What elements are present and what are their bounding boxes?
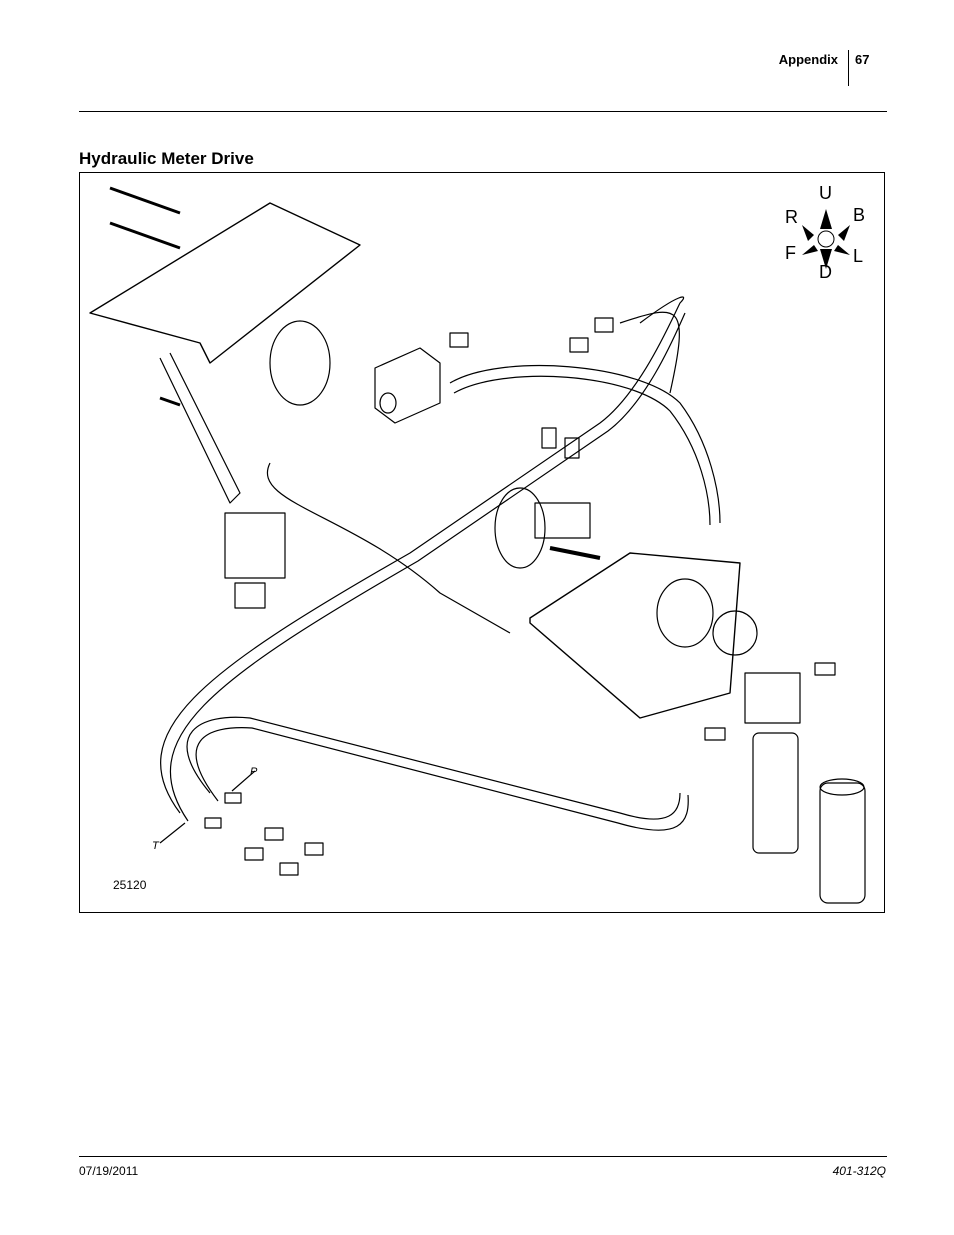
electrical-cable [267, 462, 511, 634]
header-divider [848, 50, 849, 86]
filter-element [819, 782, 866, 904]
adapter-filter-out [814, 662, 836, 676]
compass-label-right: R [785, 207, 798, 227]
upper-hose-outer [449, 364, 721, 524]
compass-label-up: U [819, 183, 832, 203]
fitting-motor-1 [541, 427, 557, 449]
upper-hose-inner [453, 375, 711, 526]
compass-label-down: D [819, 262, 832, 282]
fitting-upper-2 [569, 337, 589, 353]
hydraulic-meter-drive-illustration: P T [89, 186, 866, 904]
pressure-hose-inner [195, 727, 689, 831]
bolt-3 [159, 396, 181, 407]
adapter-2 [304, 842, 324, 856]
valve-port [379, 392, 397, 414]
compass-center [817, 230, 835, 248]
compass-arrow-right [838, 225, 850, 241]
compass-arrow-down-left [802, 245, 818, 255]
header-section: Appendix [778, 52, 838, 67]
filter-housing [744, 672, 801, 724]
pressure-hose-outer [186, 716, 681, 820]
valve-block [374, 347, 441, 424]
footer-rule [79, 1156, 887, 1157]
compass-rose [802, 209, 850, 269]
fitting-t [204, 817, 222, 829]
motor-shaft [549, 546, 601, 560]
top-rule [79, 111, 887, 112]
footer-date: 07/19/2011 [79, 1164, 139, 1178]
return-hose-inner [169, 312, 686, 822]
hydraulic-motor [494, 487, 546, 569]
motor-port-block [534, 502, 591, 539]
compass-label-front: F [785, 243, 796, 263]
section-title: Hydraulic Meter Drive [79, 149, 254, 168]
fitting-p [224, 792, 242, 804]
label-p: P [250, 766, 258, 778]
return-hose-outer [160, 296, 685, 814]
shield-bracket [159, 352, 241, 504]
fitting-upper-3 [594, 317, 614, 333]
filter-bowl [752, 732, 799, 854]
fitting-motor-2 [564, 437, 580, 459]
leader-t [159, 822, 186, 844]
adapter-4 [279, 862, 299, 876]
footer-doc-number: 401-312Q [832, 1164, 886, 1178]
adapter-1 [264, 827, 284, 841]
motor-bracket [529, 552, 741, 719]
compass-arrow-down [820, 249, 832, 269]
bolt-1 [109, 186, 181, 215]
bracket-hole [656, 578, 714, 648]
figure-number: 25120 [113, 878, 147, 892]
compass-arrow-left [802, 225, 814, 241]
solenoid-connector [234, 582, 266, 609]
bolt-2 [109, 221, 181, 250]
shield-hole [269, 320, 331, 406]
right-hose-outer [619, 311, 680, 394]
solenoid-coil [224, 512, 286, 579]
compass-label-left: L [853, 246, 864, 266]
compass-arrow-up [820, 209, 832, 229]
compass-arrow-down-right [834, 245, 850, 255]
adapter-filter-in [704, 727, 726, 741]
filter-element-top [819, 778, 865, 796]
label-t: T [152, 840, 160, 852]
adapter-3 [244, 847, 264, 861]
drive-sprocket [712, 610, 758, 656]
shield-cover [89, 202, 361, 364]
fitting-upper-1 [449, 332, 469, 348]
leader-p [231, 770, 256, 792]
header-page-number: 67 [855, 52, 870, 67]
figure-box: P T U R B F L D 25120 [79, 172, 885, 913]
compass-label-back: B [853, 205, 866, 225]
